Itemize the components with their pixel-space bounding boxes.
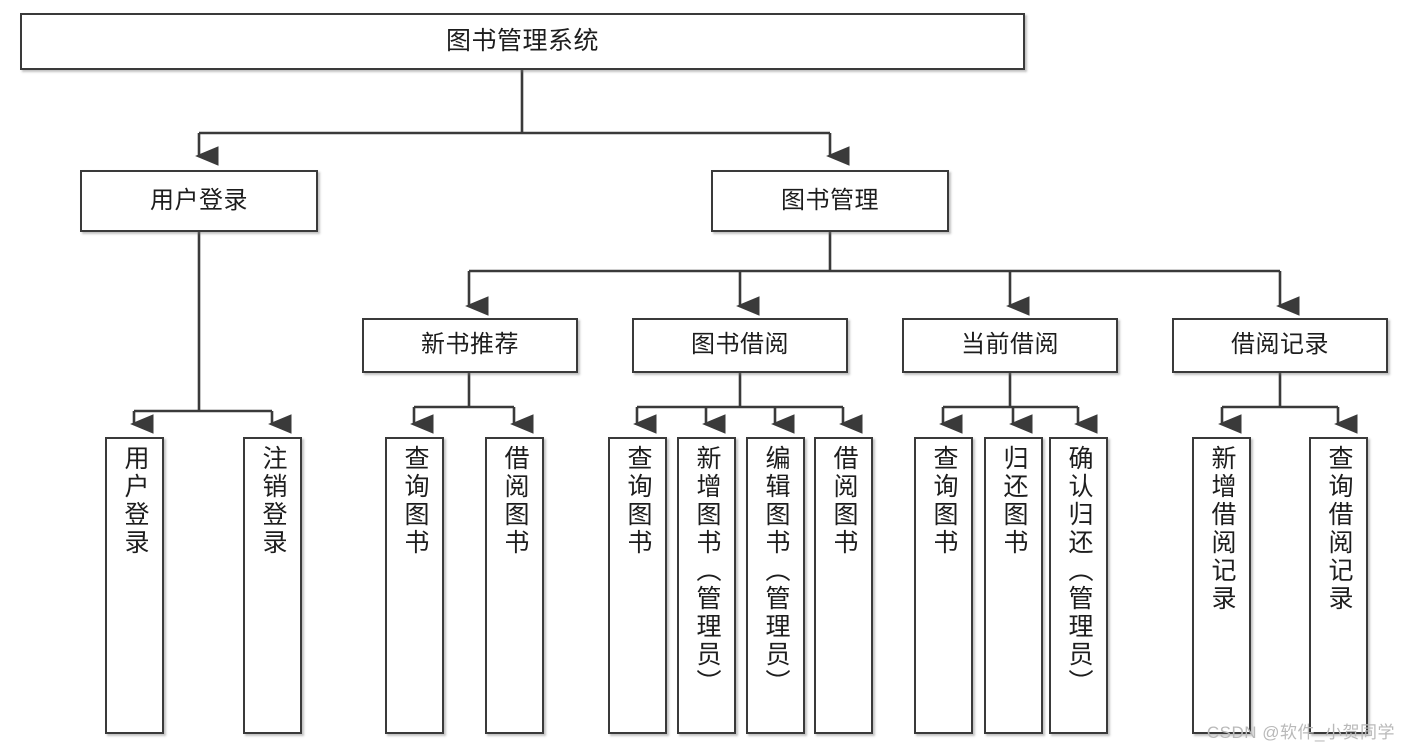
node-book-management[interactable]: 图书管理 — [711, 170, 949, 232]
leaf-user-login-logout[interactable]: 注销登录 — [243, 437, 302, 734]
node-label: 用户登录 — [150, 186, 248, 214]
leaf-user-login-login[interactable]: 用户登录 — [105, 437, 164, 734]
leaf-recommend-query-book[interactable]: 查询图书 — [385, 437, 444, 734]
leaf-record-query-record[interactable]: 查询借阅记录 — [1309, 437, 1368, 734]
node-label: 图书借阅 — [691, 331, 789, 359]
node-label: 借阅图书 — [501, 445, 529, 557]
node-current-borrow[interactable]: 当前借阅 — [902, 318, 1118, 373]
node-borrow-record[interactable]: 借阅记录 — [1172, 318, 1388, 373]
node-label: 查询图书 — [624, 445, 652, 557]
node-label: 编辑图书（管理员） — [762, 445, 790, 697]
node-label: 确认归还（管理员） — [1065, 445, 1093, 697]
node-label: 借阅记录 — [1231, 331, 1329, 359]
node-new-book-recommend[interactable]: 新书推荐 — [362, 318, 578, 373]
leaf-recommend-borrow-book[interactable]: 借阅图书 — [485, 437, 544, 734]
node-label: 查询图书 — [401, 445, 429, 557]
leaf-borrow-edit-book[interactable]: 编辑图书（管理员） — [746, 437, 805, 734]
leaf-borrow-borrow-book[interactable]: 借阅图书 — [814, 437, 873, 734]
node-label: 查询图书 — [930, 445, 958, 557]
node-label: 查询借阅记录 — [1325, 445, 1353, 613]
leaf-borrow-add-book[interactable]: 新增图书（管理员） — [677, 437, 736, 734]
node-user-login[interactable]: 用户登录 — [80, 170, 318, 232]
node-root-system[interactable]: 图书管理系统 — [20, 13, 1025, 70]
leaf-record-add-record[interactable]: 新增借阅记录 — [1192, 437, 1251, 734]
node-label: 当前借阅 — [961, 331, 1059, 359]
node-label: 新增图书（管理员） — [693, 445, 721, 697]
node-label: 图书管理系统 — [445, 26, 599, 55]
node-label: 新增借阅记录 — [1208, 445, 1236, 613]
node-book-borrow[interactable]: 图书借阅 — [632, 318, 848, 373]
leaf-current-confirm-return[interactable]: 确认归还（管理员） — [1049, 437, 1108, 734]
node-label: 用户登录 — [121, 445, 149, 557]
node-label: 新书推荐 — [421, 331, 519, 359]
watermark: CSDN @软件_小贺同学 — [1206, 723, 1395, 742]
leaf-borrow-query-book[interactable]: 查询图书 — [608, 437, 667, 734]
node-label: 图书管理 — [781, 186, 879, 214]
node-label: 注销登录 — [259, 445, 287, 557]
leaf-current-query-book[interactable]: 查询图书 — [914, 437, 973, 734]
node-label: 借阅图书 — [830, 445, 858, 557]
leaf-current-return-book[interactable]: 归还图书 — [984, 437, 1043, 734]
node-label: 归还图书 — [1000, 445, 1028, 557]
